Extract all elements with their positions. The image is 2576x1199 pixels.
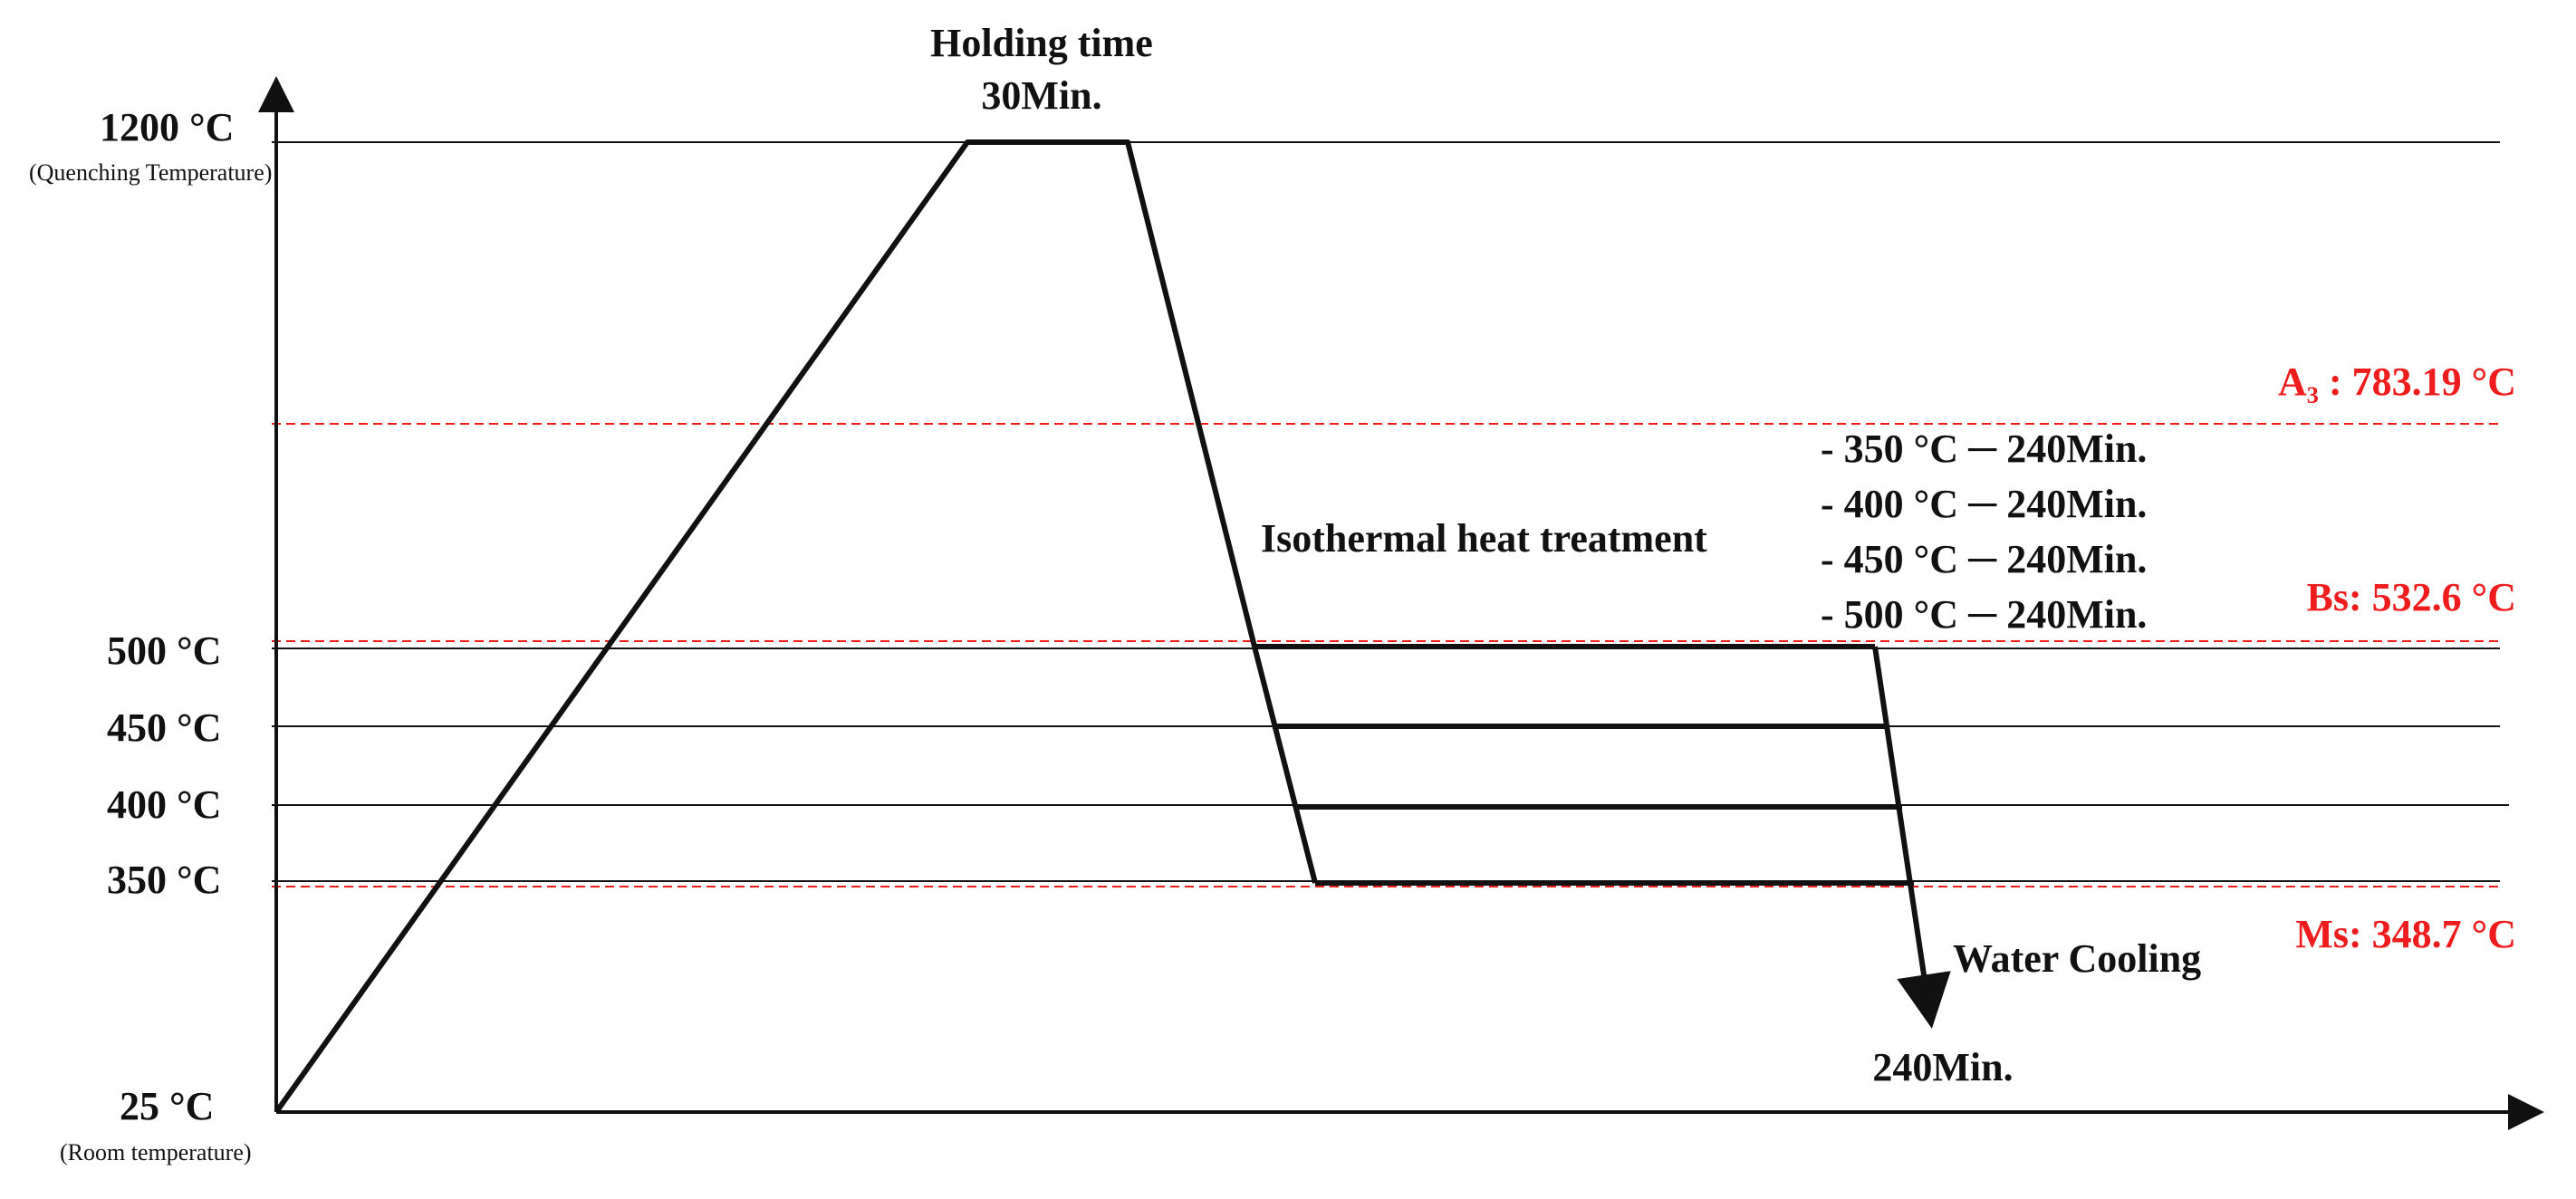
label-1200-note: (Quenching Temperature): [29, 159, 272, 186]
isothermal-condition-450: - 450 °C ─ 240Min.: [1821, 537, 2147, 581]
quench-curve: [1252, 646, 1318, 884]
isothermal-condition-350: - 350 °C ─ 240Min.: [1821, 427, 2147, 471]
label-25: 25 °C: [120, 1084, 214, 1128]
heating-curve: [274, 139, 1257, 1114]
isothermal-title: Isothermal heat treatment: [1261, 516, 1707, 561]
holding-time-title: Holding time: [930, 21, 1153, 65]
label-500: 500 °C: [107, 628, 221, 673]
label-450: 450 °C: [107, 705, 221, 750]
label-1200: 1200 °C: [100, 105, 234, 149]
label-400: 400 °C: [107, 782, 221, 827]
water-cooling-label: Water Cooling: [1953, 936, 2201, 981]
label-350: 350 °C: [107, 858, 221, 902]
a3-label: A₃ : 783.19 °C: [2278, 360, 2516, 404]
holding-time-duration: 30Min.: [981, 73, 1101, 118]
isothermal-condition-500: - 500 °C ─ 240Min.: [1821, 592, 2147, 637]
cooling-time-label: 240Min.: [1872, 1045, 2013, 1089]
ms-label: Ms: 348.7 °C: [2295, 912, 2516, 956]
bs-label: Bs: 532.6 °C: [2307, 575, 2517, 619]
isothermal-condition-400: - 400 °C ─ 240Min.: [1821, 482, 2147, 526]
water-cooling-curve: [1872, 646, 1951, 1029]
label-25-note: (Room temperature): [60, 1139, 252, 1165]
